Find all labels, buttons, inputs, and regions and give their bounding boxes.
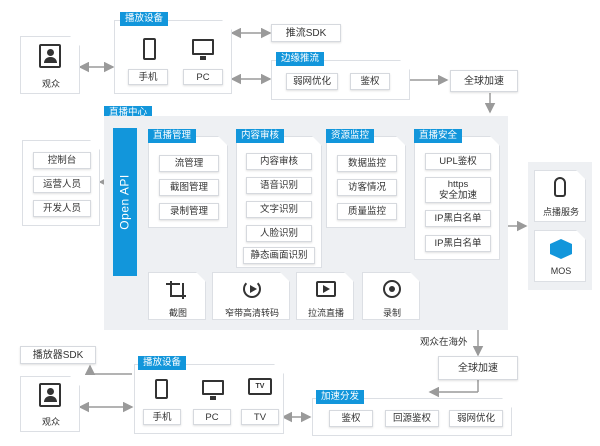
item-upl-auth[interactable]: UPL鉴权: [425, 153, 491, 170]
player-sdk[interactable]: 播放器SDK: [20, 346, 96, 364]
mos-label: MOS: [550, 266, 572, 276]
group-content-review: 内容审核 语音识别 文字识别 人脸识别 静态画面识别: [236, 136, 322, 268]
dist-auth[interactable]: 鉴权: [329, 410, 373, 427]
accel-dist-card: 鉴权 回源鉴权 弱网优化: [312, 398, 512, 436]
edge-weak-net[interactable]: 弱网优化: [286, 73, 338, 90]
tv-icon-text: TV: [255, 383, 265, 390]
push-sdk[interactable]: 推流SDK: [271, 24, 341, 42]
tool-transcode[interactable]: 窄带高清转码: [212, 272, 290, 320]
tool-pull-live-label: 拉流直播: [307, 308, 344, 318]
open-api-bar: Open API: [113, 128, 137, 276]
vod-service-card[interactable]: 点播服务: [534, 170, 586, 222]
left-item-console[interactable]: 控制台: [33, 152, 91, 169]
item-ip-list-1[interactable]: IP黑白名单: [425, 210, 491, 227]
group-live-management-tag: 直播管理: [148, 129, 197, 143]
group-live-management: 流管理 截图管理 录制管理: [148, 136, 228, 228]
arrow-devices-playersdk: [84, 364, 132, 375]
global-accel-bottom[interactable]: 全球加速: [438, 356, 518, 380]
item-content-review[interactable]: 内容审核: [246, 153, 312, 170]
tv-icon: TV: [248, 378, 272, 395]
tool-pull-live[interactable]: 拉流直播: [296, 272, 354, 320]
record-icon: [383, 280, 401, 298]
device-phone[interactable]: 手机: [128, 69, 168, 85]
device-phone-bottom[interactable]: 手机: [143, 409, 181, 425]
item-static-recog[interactable]: 静态画面识别: [243, 247, 315, 264]
left-users-card: 控制台 运营人员 开发人员: [22, 140, 100, 226]
crop-icon: [170, 281, 186, 297]
player-devices-card-top: 手机 PC: [114, 20, 232, 94]
edge-push-tag: 边缘推流: [276, 52, 325, 66]
group-live-security: UPL鉴权 https 安全加速 IP黑白名单 IP黑白名单: [414, 136, 500, 260]
group-resource-monitor-tag: 资源监控: [326, 129, 375, 143]
group-resource-monitor: 数据监控 访客情况 质量监控: [326, 136, 406, 228]
edge-push-card: 弱网优化 鉴权: [271, 60, 410, 100]
item-https-accel[interactable]: https 安全加速: [425, 177, 491, 203]
group-content-review-tag: 内容审核: [236, 129, 285, 143]
left-item-developers[interactable]: 开发人员: [33, 200, 91, 217]
item-ip-list-2[interactable]: IP黑白名单: [425, 235, 491, 252]
item-face-recog[interactable]: 人脸识别: [246, 225, 312, 242]
open-api-label: Open API: [118, 174, 132, 230]
viewer-card-bottom: 观众: [20, 376, 80, 432]
overseas-label: 观众在海外: [420, 337, 468, 348]
item-quality-monitor[interactable]: 质量监控: [337, 203, 397, 220]
touch-icon: [554, 177, 566, 197]
viewer-label: 观众: [41, 79, 60, 89]
tool-screenshot-label: 截图: [168, 308, 187, 318]
video-icon: [316, 281, 336, 297]
item-record-manage[interactable]: 录制管理: [159, 203, 219, 220]
refresh-play-icon: [243, 280, 261, 298]
item-stream-manage[interactable]: 流管理: [159, 155, 219, 172]
global-accel-top[interactable]: 全球加速: [450, 70, 518, 92]
device-tv[interactable]: TV: [241, 409, 279, 425]
monitor-icon: [192, 39, 214, 55]
mos-card[interactable]: MOS: [534, 230, 586, 282]
viewer-label-bottom: 观众: [41, 417, 60, 427]
phone-icon: [143, 38, 156, 60]
tool-screenshot[interactable]: 截图: [148, 272, 206, 320]
user-icon: [39, 44, 61, 68]
edge-auth[interactable]: 鉴权: [350, 73, 390, 90]
device-pc-bottom[interactable]: PC: [193, 409, 231, 425]
item-snapshot-manage[interactable]: 截图管理: [159, 179, 219, 196]
item-data-monitor[interactable]: 数据监控: [337, 155, 397, 172]
dist-weak-net[interactable]: 弱网优化: [449, 410, 503, 427]
accel-dist-tag: 加速分发: [316, 390, 365, 404]
user-icon-bottom: [39, 383, 61, 407]
left-item-operators[interactable]: 运营人员: [33, 176, 91, 193]
player-devices-tag-bottom: 播放设备: [138, 356, 187, 370]
tool-transcode-label: 窄带高清转码: [224, 308, 279, 318]
item-text-recog[interactable]: 文字识别: [246, 201, 312, 218]
cloud-storage-icon: [550, 239, 572, 259]
device-pc[interactable]: PC: [183, 69, 223, 85]
phone-icon-bottom: [155, 379, 168, 399]
player-devices-card-bottom: 手机 PC TV TV: [134, 364, 284, 434]
viewer-card-top: 观众: [20, 36, 80, 94]
player-devices-tag-top: 播放设备: [120, 12, 169, 26]
dist-origin-auth[interactable]: 回源鉴权: [385, 410, 439, 427]
tool-record[interactable]: 录制: [362, 272, 420, 320]
monitor-icon-bottom: [202, 380, 224, 395]
item-voice-recog[interactable]: 语音识别: [246, 177, 312, 194]
tool-record-label: 录制: [382, 308, 401, 318]
vod-service-label: 点播服务: [542, 207, 579, 217]
item-visitor-status[interactable]: 访客情况: [337, 179, 397, 196]
group-live-security-tag: 直播安全: [414, 129, 463, 143]
